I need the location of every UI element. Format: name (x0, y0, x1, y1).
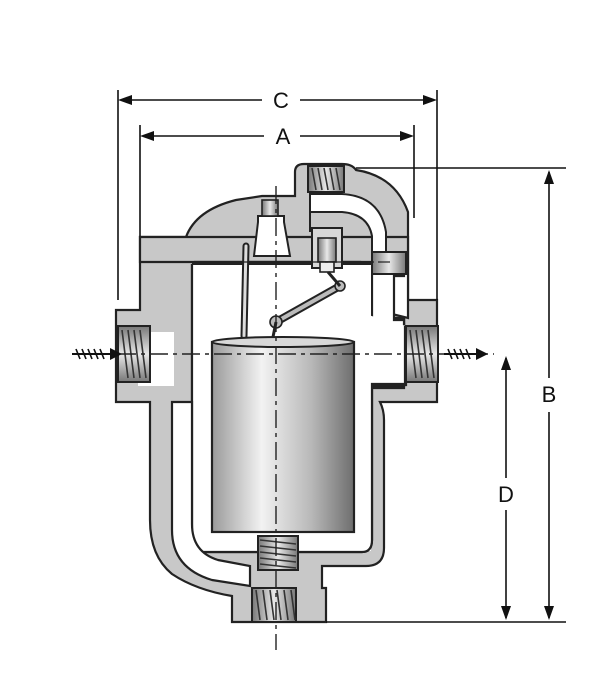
lever-linkage (240, 242, 346, 343)
dimension-c-label: C (273, 88, 289, 113)
outlet-flow-arrow (444, 348, 488, 360)
bottom-screen (257, 535, 299, 571)
bottom-drain-port (251, 587, 297, 623)
dimension-d-label: D (498, 482, 514, 507)
valve-passage (309, 193, 407, 275)
center-lines (86, 186, 494, 650)
dimension-a-label: A (276, 124, 291, 149)
dimension-d: D (498, 356, 514, 620)
top-port (307, 165, 345, 193)
inlet-flow-arrow (72, 348, 122, 360)
dimension-a: A (139, 124, 415, 236)
inverted-bucket (210, 336, 356, 534)
dimension-b: B (326, 167, 566, 623)
dimension-c: C (117, 88, 438, 300)
bucket-guide (252, 199, 292, 257)
dimension-b-label: B (542, 382, 557, 407)
